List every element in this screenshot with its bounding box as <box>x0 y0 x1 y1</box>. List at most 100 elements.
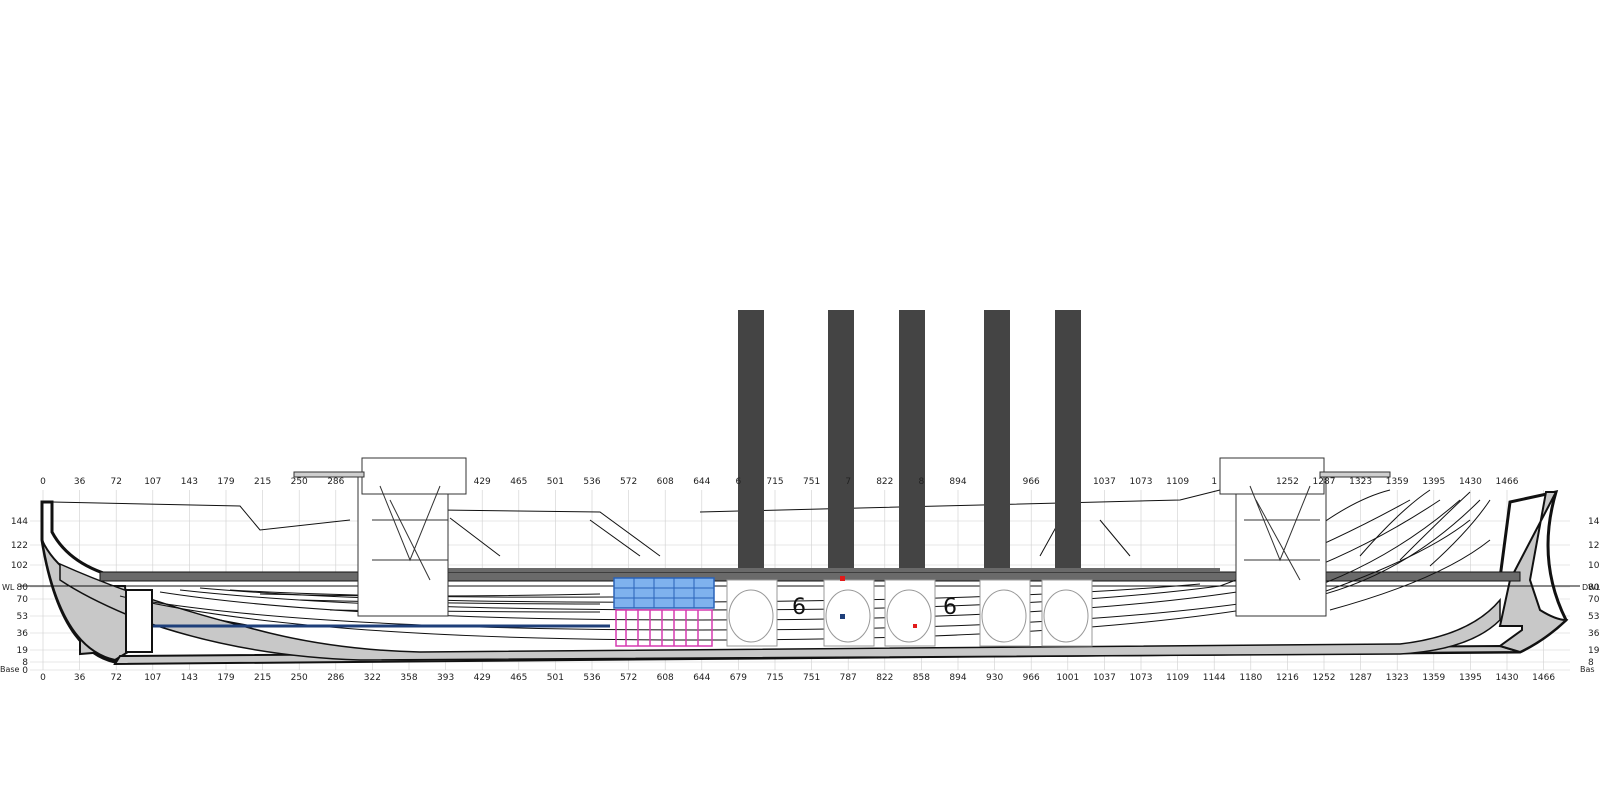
frame-tick-label: 1252 <box>1313 673 1336 683</box>
frame-tick-label: 250 <box>291 477 308 487</box>
frame-tick-label: 1287 <box>1313 477 1336 487</box>
frame-tick-label: 179 <box>217 673 234 683</box>
frame-tick-label: 894 <box>949 477 966 487</box>
height-tick-label: 102 <box>1588 561 1600 571</box>
fore-turret-house <box>361 457 467 495</box>
frame-tick-label: 1180 <box>1239 673 1262 683</box>
height-tick-label: 144 <box>11 517 28 527</box>
frame-tick-label: 1216 <box>1276 673 1299 683</box>
frame-tick-label: 572 <box>620 673 637 683</box>
red-marker-2 <box>913 624 917 628</box>
frame-tick-label: 822 <box>876 673 893 683</box>
rudder-post <box>125 589 153 653</box>
frame-tick-label: 36 <box>74 673 86 683</box>
frame-tick-label: 429 <box>474 477 491 487</box>
frame-tick-label: 751 <box>803 477 820 487</box>
frame-tick-label: 1001 <box>1056 673 1079 683</box>
funnels <box>738 310 1081 568</box>
height-tick-label: 8 <box>22 658 28 668</box>
height-tick-label: 19 <box>17 646 29 656</box>
height-tick-label: 102 <box>11 561 28 571</box>
frame-tick-label: 1252 <box>1276 477 1299 487</box>
height-tick-label: 53 <box>1588 612 1599 622</box>
fore-turret <box>293 457 467 617</box>
frame-tick-label: 8 <box>919 477 925 487</box>
frame-tick-label: 465 <box>510 673 527 683</box>
height-tick-label: 70 <box>1588 595 1600 605</box>
frame-tick-label: 1073 <box>1130 673 1153 683</box>
frame-tick-label: 215 <box>254 477 271 487</box>
frame-tick-label: 72 <box>110 673 121 683</box>
funnel-5 <box>1055 310 1081 568</box>
frame-tick-label: 286 <box>327 673 344 683</box>
waterline-label-left: WL <box>2 583 15 592</box>
frame-tick-label: 0 <box>40 673 46 683</box>
funnel-2 <box>828 310 854 568</box>
frame-tick-label: 536 <box>583 673 600 683</box>
funnel-4 <box>984 310 1010 568</box>
frame-tick-label: 286 <box>327 477 344 487</box>
blue-marker <box>840 614 845 619</box>
frame-tick-label: 143 <box>181 477 198 487</box>
frame-tick-label: 1359 <box>1422 673 1445 683</box>
engine-blue-block <box>613 577 715 609</box>
frame-tick-label: 250 <box>291 673 308 683</box>
frame-tick-label: 358 <box>400 673 417 683</box>
frame-tick-label: 393 <box>437 673 454 683</box>
boiler-room-label-1: 6 <box>792 595 806 620</box>
frame-tick-label: 572 <box>620 477 637 487</box>
frame-tick-label: 966 <box>1023 477 1040 487</box>
frame-tick-label: 1359 <box>1386 477 1409 487</box>
frame-tick-label: 644 <box>693 477 710 487</box>
frame-tick-label: 644 <box>693 673 710 683</box>
frame-tick-label: 1144 <box>1203 673 1226 683</box>
aft-turret <box>1219 457 1391 617</box>
funnel-1 <box>738 310 764 568</box>
frame-tick-label: 822 <box>876 477 893 487</box>
frame-tick-label: 679 <box>730 673 747 683</box>
height-tick-label: 122 <box>11 541 28 551</box>
aft-turret-house <box>1219 457 1325 495</box>
frame-tick-label: 7 <box>845 477 851 487</box>
height-tick-label: 36 <box>17 629 29 639</box>
frame-tick-label: 1323 <box>1349 477 1372 487</box>
frame-tick-label: 322 <box>364 673 381 683</box>
stern-fill <box>1497 491 1569 654</box>
boilers <box>726 579 1093 647</box>
base-label-right: Bas <box>1580 665 1595 674</box>
fore-turret-barbette <box>357 475 449 617</box>
hull <box>20 489 1580 666</box>
frame-tick-label: 72 <box>110 477 121 487</box>
funnel-3 <box>899 310 925 568</box>
frame-tick-label: 429 <box>474 673 491 683</box>
frame-tick-label: 6 <box>736 477 742 487</box>
height-tick-label: 53 <box>17 612 28 622</box>
height-tick-label: 19 <box>1588 646 1600 656</box>
frame-tick-label: 536 <box>583 477 600 487</box>
frame-tick-label: 1466 <box>1532 673 1555 683</box>
height-tick-label: 80 <box>1588 583 1600 593</box>
engine-room <box>613 577 715 647</box>
frame-tick-label: 1073 <box>1130 477 1153 487</box>
frame-tick-label: 1109 <box>1166 673 1189 683</box>
frame-tick-label: 930 <box>986 673 1003 683</box>
frame-tick-label: 894 <box>949 673 966 683</box>
frame-tick-label: 143 <box>181 673 198 683</box>
height-tick-label: 144 <box>1588 517 1600 527</box>
waterline-label-right: DWL <box>1582 583 1600 592</box>
frame-tick-label: 1037 <box>1093 673 1116 683</box>
frame-tick-label: 501 <box>547 477 564 487</box>
frame-tick-label: 501 <box>547 673 564 683</box>
frame-tick-label: 0 <box>40 477 46 487</box>
upper-deck-strip <box>440 568 1220 572</box>
frame-tick-label: 751 <box>803 673 820 683</box>
frame-tick-label: 787 <box>840 673 857 683</box>
aft-turret-gun <box>1319 471 1391 478</box>
boiler-room-label-2: 6 <box>943 595 957 620</box>
base-label-left: Base <box>0 665 20 674</box>
frame-tick-label: 858 <box>913 673 930 683</box>
